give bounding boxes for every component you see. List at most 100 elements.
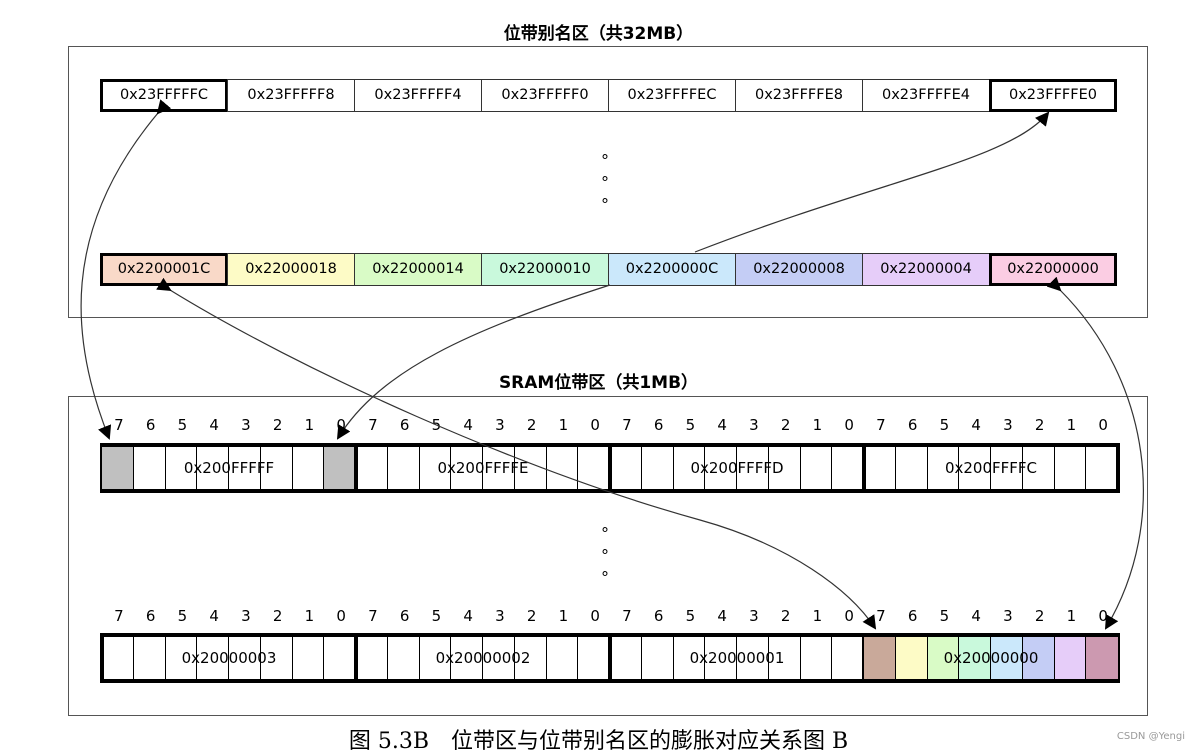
bit-number: 3 — [495, 607, 505, 625]
bit-number: 5 — [939, 416, 950, 434]
bit-number: 5 — [177, 416, 188, 434]
bit-cell — [578, 637, 610, 679]
sram-top-row-byte-label: 0x200FFFFD — [690, 459, 784, 477]
bit-number: 1 — [1066, 607, 1077, 625]
alias-bottom-row-cell: 0x22000008 — [735, 253, 863, 286]
bit-number: 2 — [780, 416, 791, 434]
bit-cell — [1022, 637, 1055, 679]
sram-region-title: SRAM位带区（共1MB） — [498, 373, 699, 393]
alias-top-row-cell: 0x23FFFFEC — [608, 79, 736, 112]
bit-number: 4 — [209, 416, 219, 434]
bit-cell — [166, 637, 198, 679]
sram-top-row-byte-label: 0x200FFFFE — [437, 459, 529, 477]
bit-number: 7 — [876, 607, 886, 625]
alias-top-row-cell: 0x23FFFFE8 — [735, 79, 863, 112]
bit-number: 5 — [431, 416, 442, 434]
bit-number: 6 — [145, 416, 156, 434]
alias-bottom-row-cell: 0x2200001C — [100, 253, 228, 286]
bit-cell — [547, 637, 579, 679]
figure-caption: 图 5.3B 位带区与位带别名区的膨胀对应关系图 B — [348, 729, 849, 754]
bit-cell — [1054, 637, 1087, 679]
bit-cell — [832, 637, 864, 679]
sram-top-row-byte: 0x200FFFFC — [862, 443, 1120, 493]
bit-number: 1 — [558, 416, 569, 434]
bit-number: 4 — [717, 607, 727, 625]
bit-number: 0 — [336, 416, 346, 434]
bit-cell — [864, 447, 896, 489]
bit-number: 3 — [749, 416, 759, 434]
bit-number: 0 — [844, 607, 854, 625]
bit-number: 3 — [1003, 416, 1013, 434]
alias-top-row-cell: 0x23FFFFF0 — [481, 79, 609, 112]
bit-cell — [801, 637, 833, 679]
bit-number: 3 — [749, 607, 759, 625]
bit-number: 6 — [399, 416, 410, 434]
bit-number: 3 — [241, 416, 251, 434]
bit-number: 6 — [653, 607, 664, 625]
bit-number: 7 — [622, 607, 632, 625]
bit-cell — [483, 637, 515, 679]
sram-bottom-row-byte-label: 0x20000003 — [181, 649, 277, 667]
sram-bottom-row-byte: 0x20000001 — [608, 633, 866, 683]
bit-cell — [642, 637, 674, 679]
sram-bottom-row-byte-label: 0x20000001 — [689, 649, 785, 667]
bit-number: 0 — [590, 607, 600, 625]
bit-number: 1 — [1066, 416, 1077, 434]
bit-number: 6 — [399, 607, 410, 625]
bit-number: 5 — [431, 607, 442, 625]
alias-top-row-cell: 0x23FFFFE4 — [862, 79, 990, 112]
bit-number: 7 — [876, 416, 886, 434]
alias-top-row-cell: 0x23FFFFF4 — [354, 79, 482, 112]
bit-number: 4 — [209, 607, 219, 625]
bit-cell — [102, 637, 134, 679]
bit-cell — [1086, 447, 1118, 489]
bit-number: 2 — [780, 607, 791, 625]
bit-number: 1 — [304, 416, 315, 434]
alias-region-title: 位带别名区（共32MB） — [503, 24, 694, 44]
bit-number: 7 — [114, 416, 124, 434]
bit-cell — [324, 447, 356, 489]
bit-number: 1 — [812, 416, 823, 434]
alias-ellipsis: °°° — [601, 151, 609, 214]
bit-cell — [229, 637, 261, 679]
alias-bottom-row-cell: 0x22000018 — [227, 253, 355, 286]
bit-cell — [197, 637, 229, 679]
sram-top-row-byte: 0x200FFFFD — [608, 443, 866, 493]
bit-cell — [674, 637, 706, 679]
bit-number: 3 — [1003, 607, 1013, 625]
bit-number: 5 — [685, 607, 696, 625]
bit-number: 2 — [526, 416, 537, 434]
bit-number: 3 — [241, 607, 251, 625]
bit-cell — [896, 447, 928, 489]
bit-number: 4 — [717, 416, 727, 434]
sram-bottom-row-byte: 0x20000003 — [100, 633, 358, 683]
sram-bottom-row-byte: 0x20000002 — [354, 633, 612, 683]
bit-cell — [515, 637, 547, 679]
bit-cell — [356, 447, 388, 489]
bit-cell — [864, 637, 896, 679]
bit-number: 2 — [1034, 416, 1045, 434]
bit-cell — [895, 637, 928, 679]
bit-number: 5 — [177, 607, 188, 625]
bit-number: 1 — [304, 607, 315, 625]
sram-top-row-byte-label: 0x200FFFFF — [183, 459, 275, 477]
bit-number: 7 — [114, 607, 124, 625]
bit-cell — [261, 637, 293, 679]
bit-number: 0 — [1098, 416, 1108, 434]
bit-number: 4 — [971, 607, 981, 625]
alias-bottom-row-cell: 0x22000010 — [481, 253, 609, 286]
sram-bottom-row-byte-label: 0x20000002 — [435, 649, 531, 667]
bit-number: 2 — [526, 607, 537, 625]
bit-number: 1 — [558, 607, 569, 625]
bit-cell — [102, 447, 134, 489]
alias-top-row-cell: 0x23FFFFFC — [100, 79, 228, 112]
bit-cell — [769, 637, 801, 679]
bit-number: 0 — [336, 607, 346, 625]
bit-number: 5 — [685, 416, 696, 434]
sram-ellipsis: °°° — [601, 524, 609, 587]
sram-top-row-byte: 0x200FFFFE — [354, 443, 612, 493]
bit-cell — [610, 447, 642, 489]
watermark: CSDN @Yengi — [1116, 731, 1185, 742]
sram-bottom-row-byte-label: 0x20000000 — [943, 649, 1039, 667]
bit-cell — [832, 447, 864, 489]
